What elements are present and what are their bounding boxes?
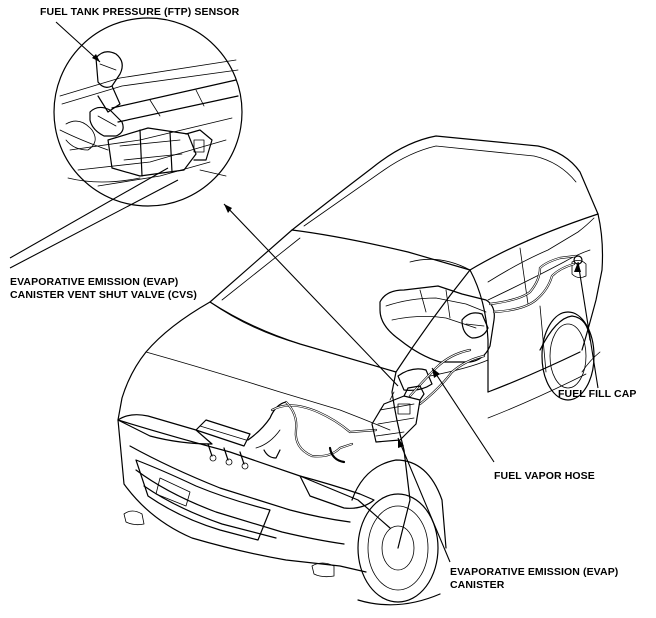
label-fuel-fill-cap: FUEL FILL CAP: [558, 388, 637, 400]
evap-canister: [371, 385, 425, 443]
label-canister-line-1: EVAPORATIVE EMISSION (EVAP): [450, 566, 619, 578]
fuel-vapor-hoses: [270, 254, 583, 464]
label-fuel-vapor-hose: FUEL VAPOR HOSE: [494, 470, 595, 482]
inset-arrowhead: [224, 204, 232, 213]
callout-leaders: [9, 21, 599, 563]
label-cvs-line-2: CANISTER VENT SHUT VALVE (CVS): [10, 289, 197, 301]
inset-pointer-line: [223, 203, 399, 387]
vehicle-outline: [117, 135, 604, 606]
detail-inset-circle: [53, 17, 243, 207]
label-canister-line-2: CANISTER: [450, 579, 505, 591]
label-cvs-line-1: EVAPORATIVE EMISSION (EVAP): [10, 276, 179, 288]
label-ftp-sensor: FUEL TANK PRESSURE (FTP) SENSOR: [40, 6, 240, 18]
engine-fuel-rail: [195, 401, 287, 470]
fuel-tank: [379, 285, 495, 363]
